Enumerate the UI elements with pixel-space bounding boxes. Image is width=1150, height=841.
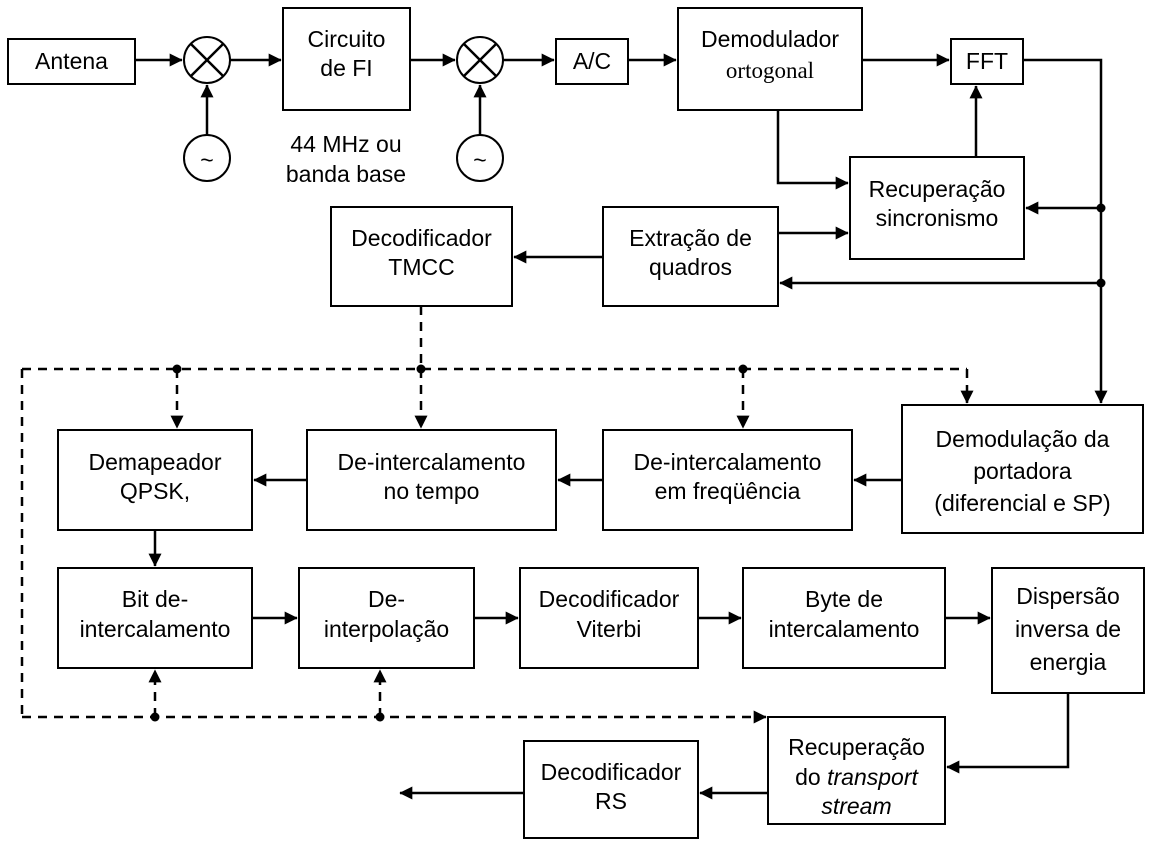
rs-decoder-line2: RS [595, 788, 627, 814]
junction-dot [150, 712, 160, 722]
depuncture-line2: interpolação [324, 616, 449, 642]
if-circuit-line1: Circuito [308, 26, 386, 52]
viterbi-line2: Viterbi [577, 616, 642, 642]
ts-recovery-line3: stream [821, 793, 891, 819]
oscillator-2-symbol: ~ [473, 147, 486, 173]
arrow-fft-to-carrier-demod [1023, 58, 1108, 404]
if-note-line1: 44 MHz ou [290, 131, 401, 157]
local-oscillator-2: ~ [456, 134, 504, 182]
tmcc-control-lines [20, 306, 974, 724]
junction-dot [172, 364, 182, 374]
energy-dispersal-line3: energia [1030, 649, 1107, 675]
time-deint-line1: De-intercalamento [338, 449, 526, 475]
bit-deint-line1: Bit de- [122, 586, 188, 612]
junction-dots [150, 203, 1106, 722]
energy-dispersal-line2: inversa de [1015, 616, 1121, 642]
byte-deint-line1: Byte de [805, 586, 883, 612]
junction-dot [1096, 203, 1106, 213]
carrier-demod-line2: portadora [973, 458, 1072, 484]
frame-extraction-line1: Extração de [629, 225, 752, 251]
sync-recovery-line2: sincronismo [876, 205, 999, 231]
if-circuit-line2: de FI [320, 55, 372, 81]
if-frequency-note: 44 MHz ou banda base [286, 131, 406, 187]
qpsk-demapper-block: Demapeador QPSK, [57, 429, 253, 531]
junction-dot [416, 364, 426, 374]
sync-recovery-block: Recuperação sincronismo [849, 156, 1025, 260]
if-circuit-block: Circuito de FI [282, 7, 411, 111]
time-deinterleaving-block: De-intercalamento no tempo [306, 429, 557, 531]
demapper-line1: Demapeador [89, 449, 222, 475]
viterbi-line1: Decodificador [539, 586, 680, 612]
bit-deinterleaving-block: Bit de- intercalamento [57, 567, 253, 669]
mixer-1 [183, 36, 231, 84]
antenna-label: Antena [35, 48, 108, 74]
junction-dot [375, 712, 385, 722]
time-deint-line2: no tempo [384, 478, 480, 504]
carrier-demodulation-block: Demodulação da portadora (diferencial e … [901, 404, 1144, 534]
carrier-demod-line3: (diferencial e SP) [934, 490, 1110, 516]
tmcc-decoder-block: Decodificador TMCC [330, 206, 513, 307]
if-note-line2: banda base [286, 161, 406, 187]
fft-block: FFT [950, 38, 1024, 85]
junction-dot [738, 364, 748, 374]
orthogonal-demodulator-line1: Demodulador [701, 26, 839, 52]
frame-extraction-line2: quadros [649, 254, 732, 280]
signal-flow-arrows [135, 53, 1108, 800]
ad-converter-label: A/C [573, 48, 611, 74]
bit-deint-line2: intercalamento [80, 616, 231, 642]
freq-deint-line1: De-intercalamento [634, 449, 822, 475]
arrow-demod-to-sync [776, 110, 849, 190]
sync-recovery-line1: Recuperação [869, 176, 1006, 202]
depuncturing-block: De- interpolação [298, 567, 475, 669]
frequency-deinterleaving-block: De-intercalamento em freqüência [602, 429, 853, 531]
rs-decoder-block: Decodificador RS [523, 740, 699, 839]
local-oscillator-1: ~ [183, 134, 231, 182]
ts-recovery-line2: do transport [795, 764, 919, 790]
junction-dot [1096, 278, 1106, 288]
mixer-2 [456, 36, 504, 84]
rs-decoder-line1: Decodificador [541, 759, 682, 785]
energy-dispersal-line1: Dispersão [1016, 583, 1120, 609]
transport-stream-recovery-block: Recuperação do transport stream [767, 716, 946, 825]
freq-deint-line2: em freqüência [655, 478, 801, 504]
tmcc-decoder-line1: Decodificador [351, 225, 492, 251]
frame-extraction-block: Extração de quadros [602, 206, 779, 307]
arrow-dispersal-to-ts-recovery [946, 693, 1070, 774]
ts-recovery-line1: Recuperação [788, 734, 925, 760]
energy-dispersal-inverse-block: Dispersão inversa de energia [991, 567, 1145, 694]
byte-deint-line2: intercalamento [769, 616, 920, 642]
ad-converter-block: A/C [555, 38, 629, 85]
oscillator-1-symbol: ~ [200, 147, 213, 173]
carrier-demod-line1: Demodulação da [936, 426, 1110, 452]
tmcc-decoder-line2: TMCC [388, 254, 454, 280]
demapper-line2: QPSK, [120, 478, 190, 504]
orthogonal-demodulator-line2: ortogonal [726, 58, 814, 83]
antenna-block: Antena [7, 38, 136, 85]
orthogonal-demodulator-block: Demodulador ortogonal [677, 7, 863, 111]
viterbi-decoder-block: Decodificador Viterbi [519, 567, 699, 669]
fft-label: FFT [966, 48, 1008, 74]
depuncture-line1: De- [368, 586, 405, 612]
byte-deinterleaving-block: Byte de intercalamento [742, 567, 946, 669]
